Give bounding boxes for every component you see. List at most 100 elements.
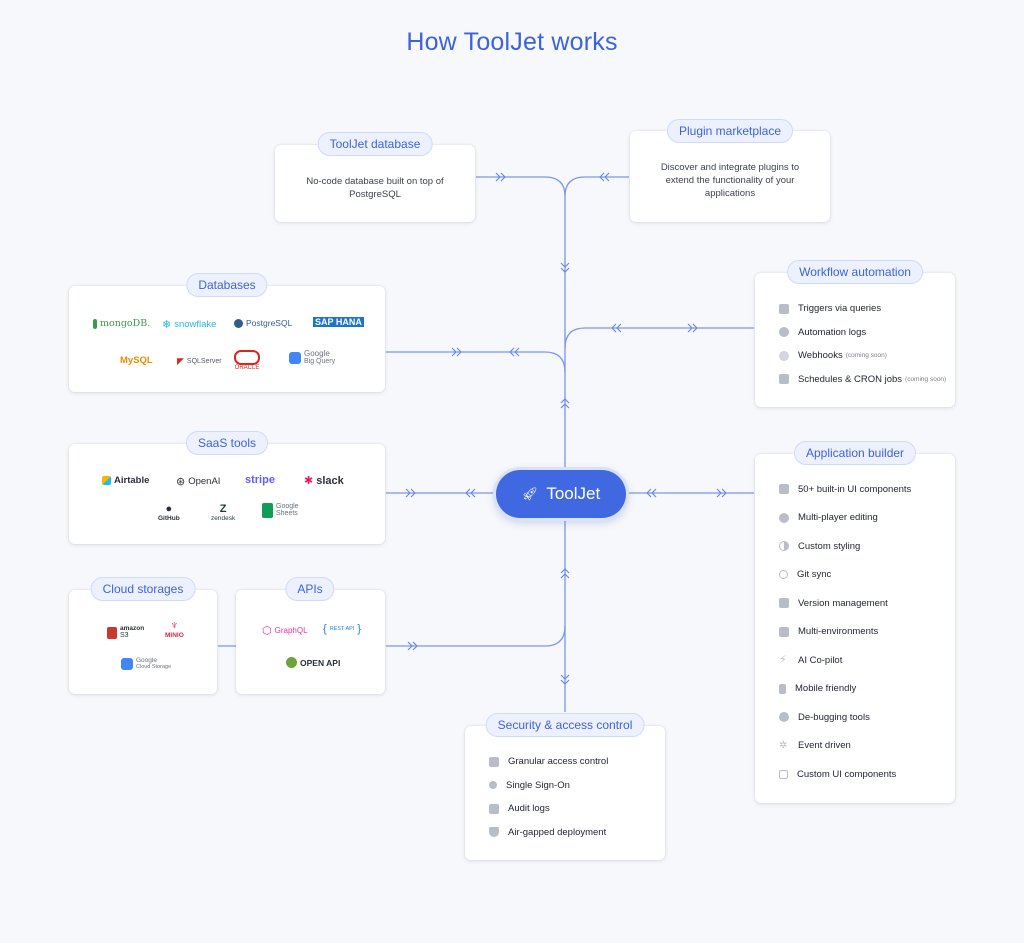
security-list: Granular access control Single Sign-On A… [489,750,608,844]
list-item: Webhooks(coming soon) [779,344,946,368]
chevron-right-icon [451,347,462,357]
custom-components-icon [779,769,788,779]
tooljet-center-label: ToolJet [546,484,601,503]
postgresql-logo: PostgreSQL [234,318,292,328]
plugin-marketplace-card: Discover and integrate plugins to extend… [630,131,830,222]
databases-card: mongoDB. ❄snowflake PostgreSQL SAP HANA … [69,286,385,392]
saas-tools-label: SaaS tools [185,431,269,455]
list-item: Git sync [779,561,911,590]
environments-icon [779,626,789,637]
chevron-left-icon [509,347,520,357]
chevron-right-icon [687,323,698,333]
graphql-logo: ⬡GraphQL [262,625,308,637]
list-item: Single Sign-On [489,774,608,798]
chevron-left-icon [611,323,622,333]
page-title: How ToolJet works [406,28,618,56]
chevron-up-icon [560,568,570,579]
query-icon [779,303,789,314]
databases-label: Databases [186,273,268,297]
list-item: De-bugging tools [779,703,911,732]
list-item: Version management [779,589,911,618]
list-item: Triggers via queries [779,297,946,321]
chevron-right-icon [716,488,727,498]
plugin-marketplace-description: Discover and integrate plugins to extend… [660,162,800,199]
layers-icon [779,598,789,609]
airtable-logo: Airtable [102,475,149,486]
list-item: Mobile friendly [779,675,911,704]
shield-icon [489,827,499,838]
contrast-icon [779,541,789,552]
audit-log-icon [489,803,499,814]
lock-icon [489,756,499,767]
bug-icon [779,712,789,723]
calendar-icon [779,374,789,385]
mysql-logo: MySQL [120,355,153,366]
plugin-branch-line [564,176,629,197]
chat-icon [779,512,789,523]
mongodb-logo: mongoDB. [93,318,150,329]
list-item: 50+ built-in UI components [779,475,911,504]
list-item: Automation logs [779,321,946,345]
chevron-down-icon [560,674,570,685]
list-item: Multi-player editing [779,504,911,533]
application-builder-list: 50+ built-in UI components Multi-player … [779,475,911,789]
chevron-right-icon [405,488,416,498]
list-item: Custom UI components [779,760,911,789]
sqlserver-logo: ◤SQLServer [177,356,222,366]
openapi-logo: OPEN API [286,657,340,668]
apis-label: APIs [285,577,335,601]
snowflake-logo: ❄snowflake [162,319,217,331]
databases-branch-line [386,351,566,373]
components-icon [779,484,789,495]
application-builder-card: 50+ built-in UI components Multi-player … [755,454,955,803]
sync-icon [779,570,788,580]
list-item: Custom styling [779,532,911,561]
chevron-left-icon [646,488,657,498]
security-label: Security & access control [485,713,645,737]
list-item: Granular access control [489,750,608,774]
openai-logo: ⊛OpenAI [176,476,221,488]
db-branch-line [476,176,566,197]
list-item: Multi-environments [779,618,911,647]
webhook-icon [779,350,789,361]
cursor-click-icon: ✲ [779,739,788,751]
oracle-logo: ORACLE [234,350,260,371]
tooljet-database-label: ToolJet database [317,132,433,156]
tooljet-center-node: 🚀︎ ToolJet [496,470,626,518]
list-item: Audit logs [489,797,608,821]
slack-logo: ✱slack [304,474,344,488]
rocket-icon: 🚀︎ [521,486,539,501]
tooljet-database-description: No-code database built on top of Postgre… [306,176,444,200]
cloud-storages-label: Cloud storages [90,577,196,601]
stripe-logo: stripe [245,474,275,486]
chevron-left-icon [465,488,476,498]
security-card: Granular access control Single Sign-On A… [465,726,665,860]
workflow-branch-line [564,327,754,349]
chevron-right-icon [407,641,418,651]
key-icon [489,781,497,790]
list-item: ✲Event driven [779,739,851,752]
apis-card: ⬡GraphQL {REST API} OPEN API [236,590,385,694]
list-item: Schedules & CRON jobs(coming soon) [779,368,946,392]
apis-branch-line [386,625,566,647]
saas-tools-card: Airtable ⊛OpenAI stripe ✱slack ●GitHub Z… [69,444,385,544]
workflow-automation-card: Triggers via queries Automation logs Web… [755,273,955,407]
sap-hana-logo: SAP HANA [313,317,364,327]
mobile-icon [779,683,786,694]
minio-logo: ♆MINIO [165,618,184,639]
chevron-down-icon [560,262,570,273]
plugin-marketplace-label: Plugin marketplace [666,119,794,143]
rest-api-logo: {REST API} [323,623,362,635]
workflow-automation-list: Triggers via queries Automation logs Web… [779,297,946,391]
chevron-right-icon [495,172,506,182]
chevron-left-icon [599,172,610,182]
workflow-automation-label: Workflow automation [787,260,923,284]
github-logo: ●GitHub [158,503,180,522]
